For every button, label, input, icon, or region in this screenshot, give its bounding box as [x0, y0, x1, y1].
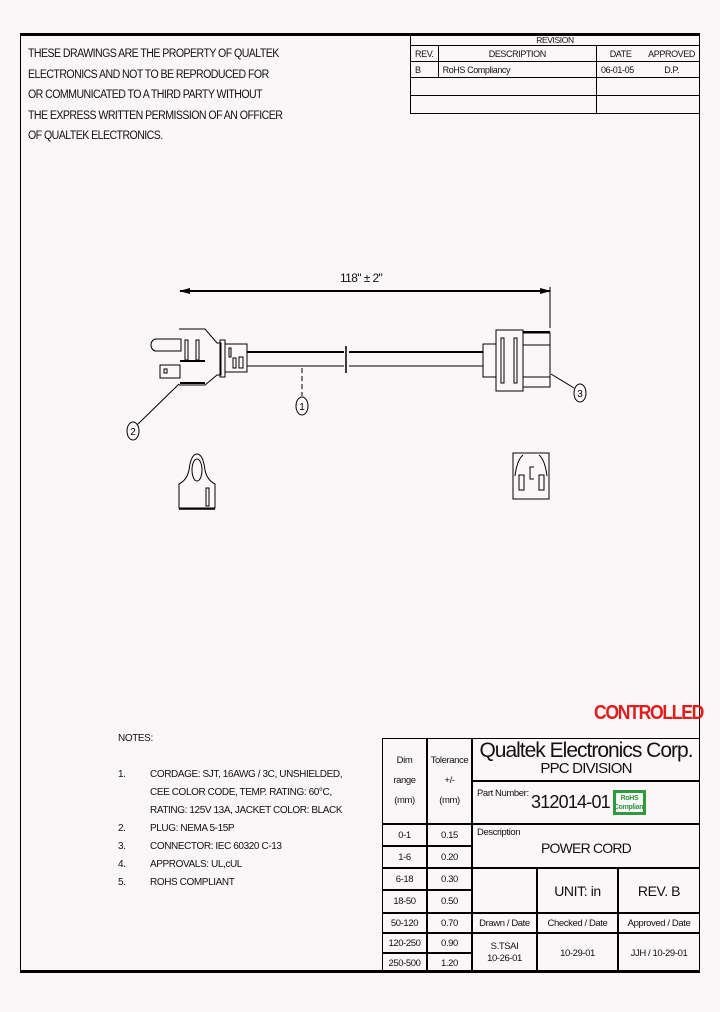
description-value: POWER CORD	[540, 840, 632, 856]
checked-label: Checked / Date	[537, 913, 618, 933]
note-text: PLUG: NEMA 5-15P	[150, 823, 235, 834]
notes-title: NOTES:	[118, 733, 153, 744]
note-number: 4.	[118, 859, 126, 870]
disclaimer-line: ELECTRONICS AND NOT TO BE REPRODUCED FOR	[28, 68, 269, 81]
disclaimer-line: OF QUALTEK ELECTRONICS.	[28, 130, 163, 142]
callout-1-icon	[295, 396, 309, 416]
plug-end-view-icon	[178, 453, 216, 510]
tol-range: 120-250	[382, 933, 427, 953]
revision-row	[410, 95, 701, 114]
disclaimer-line: THE EXPRESS WRITTEN PERMISSION OF AN OFF…	[28, 109, 283, 122]
tol-range: 1-6	[382, 846, 427, 868]
company-name: Qualtek Electronics Corp.	[479, 738, 693, 762]
property-disclaimer: THESE DRAWINGS ARE THE PROPERTY OF QUALT…	[28, 44, 283, 147]
tol-range: 0-1	[382, 824, 427, 846]
checked-value: 10-29-01	[537, 933, 618, 973]
svg-text:3: 3	[577, 389, 583, 400]
approved-label: Approved / Date	[618, 913, 700, 933]
note-number: 1.	[118, 769, 126, 780]
note-number: 3.	[118, 841, 126, 852]
description-cell: Description POWER CORD	[472, 824, 700, 868]
disclaimer-line: THESE DRAWINGS ARE THE PROPERTY OF QUALT…	[28, 48, 279, 60]
drawn-label: Drawn / Date	[472, 913, 537, 933]
note-text: RATING: 125V 13A, JACKET COLOR: BLACK	[150, 805, 343, 816]
arrow-left-icon	[179, 288, 190, 294]
blank-cell	[472, 868, 537, 913]
length-dimension: 118" ± 2"	[338, 271, 385, 285]
drawing-frame	[20, 33, 700, 973]
tol-value: 0.15	[427, 824, 472, 846]
approved-value: JJH / 10-29-01	[618, 933, 700, 973]
note-text: ROHS COMPLIANT	[150, 877, 235, 888]
tol-value: 0.70	[427, 913, 472, 933]
unit-cell: UNIT: in	[537, 868, 618, 913]
revision-table: REVISION REV. DESCRIPTION DATE APPROVED …	[410, 33, 701, 114]
arrow-right-icon	[540, 288, 551, 294]
note-text: APPROVALS: UL,cUL	[150, 859, 242, 870]
nema-plug-icon	[150, 328, 248, 386]
rev-cell: REV. B	[618, 868, 700, 913]
company-header: Qualtek Electronics Corp. PPC DIVISION	[472, 738, 700, 781]
revision-row: B RoHS Compliancy 06-01-05 D.P.	[410, 61, 701, 78]
tol-value: 0.30	[427, 868, 472, 890]
tol-value: 0.90	[427, 933, 472, 953]
division-name: PPC DIVISION	[540, 759, 632, 777]
note-number: 5.	[118, 877, 126, 888]
tol-range: 250-500	[382, 953, 427, 973]
controlled-stamp: CONTROLLED	[594, 702, 704, 724]
notes-section: NOTES: 1. CORDAGE: SJT, 16AWG / 3C, UNSH…	[118, 733, 348, 903]
power-cord-drawing: 1 2 3	[126, 287, 587, 510]
disclaimer-line: OR COMMUNICATED TO A THIRD PARTY WITHOUT	[28, 89, 263, 101]
connector-end-view-icon	[512, 452, 550, 500]
tol-range: 18-50	[382, 890, 427, 913]
tol-value: 0.20	[427, 846, 472, 868]
callout-3-icon	[573, 383, 587, 403]
note-number: 2.	[118, 823, 126, 834]
note-text: CORDAGE: SJT, 16AWG / 3C, UNSHIELDED,	[150, 769, 343, 780]
note-text: CONNECTOR: IEC 60320 C-13	[150, 841, 282, 852]
iec-c13-connector-icon	[482, 329, 551, 392]
tol-value: 1.20	[427, 953, 472, 973]
tol-range: 6-18	[382, 868, 427, 890]
part-number: 312014-01	[531, 792, 611, 812]
tol-range: 50-120	[382, 913, 427, 933]
tolerance-header: Tolerance+/-(mm)	[427, 738, 472, 824]
callout-2-icon	[126, 421, 140, 441]
note-text: CEE COLOR CODE, TEMP. RATING: 60°C,	[150, 787, 332, 798]
svg-text:2: 2	[130, 427, 136, 438]
svg-text:1: 1	[299, 402, 305, 413]
tol-value: 0.50	[427, 890, 472, 913]
